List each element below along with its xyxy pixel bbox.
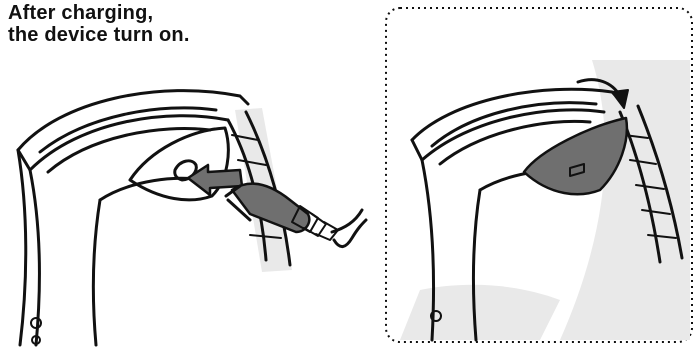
right-illustration: [400, 60, 690, 340]
left-illustration: [18, 91, 366, 345]
device-body-left: [18, 91, 248, 345]
charger-plug: [226, 184, 366, 247]
